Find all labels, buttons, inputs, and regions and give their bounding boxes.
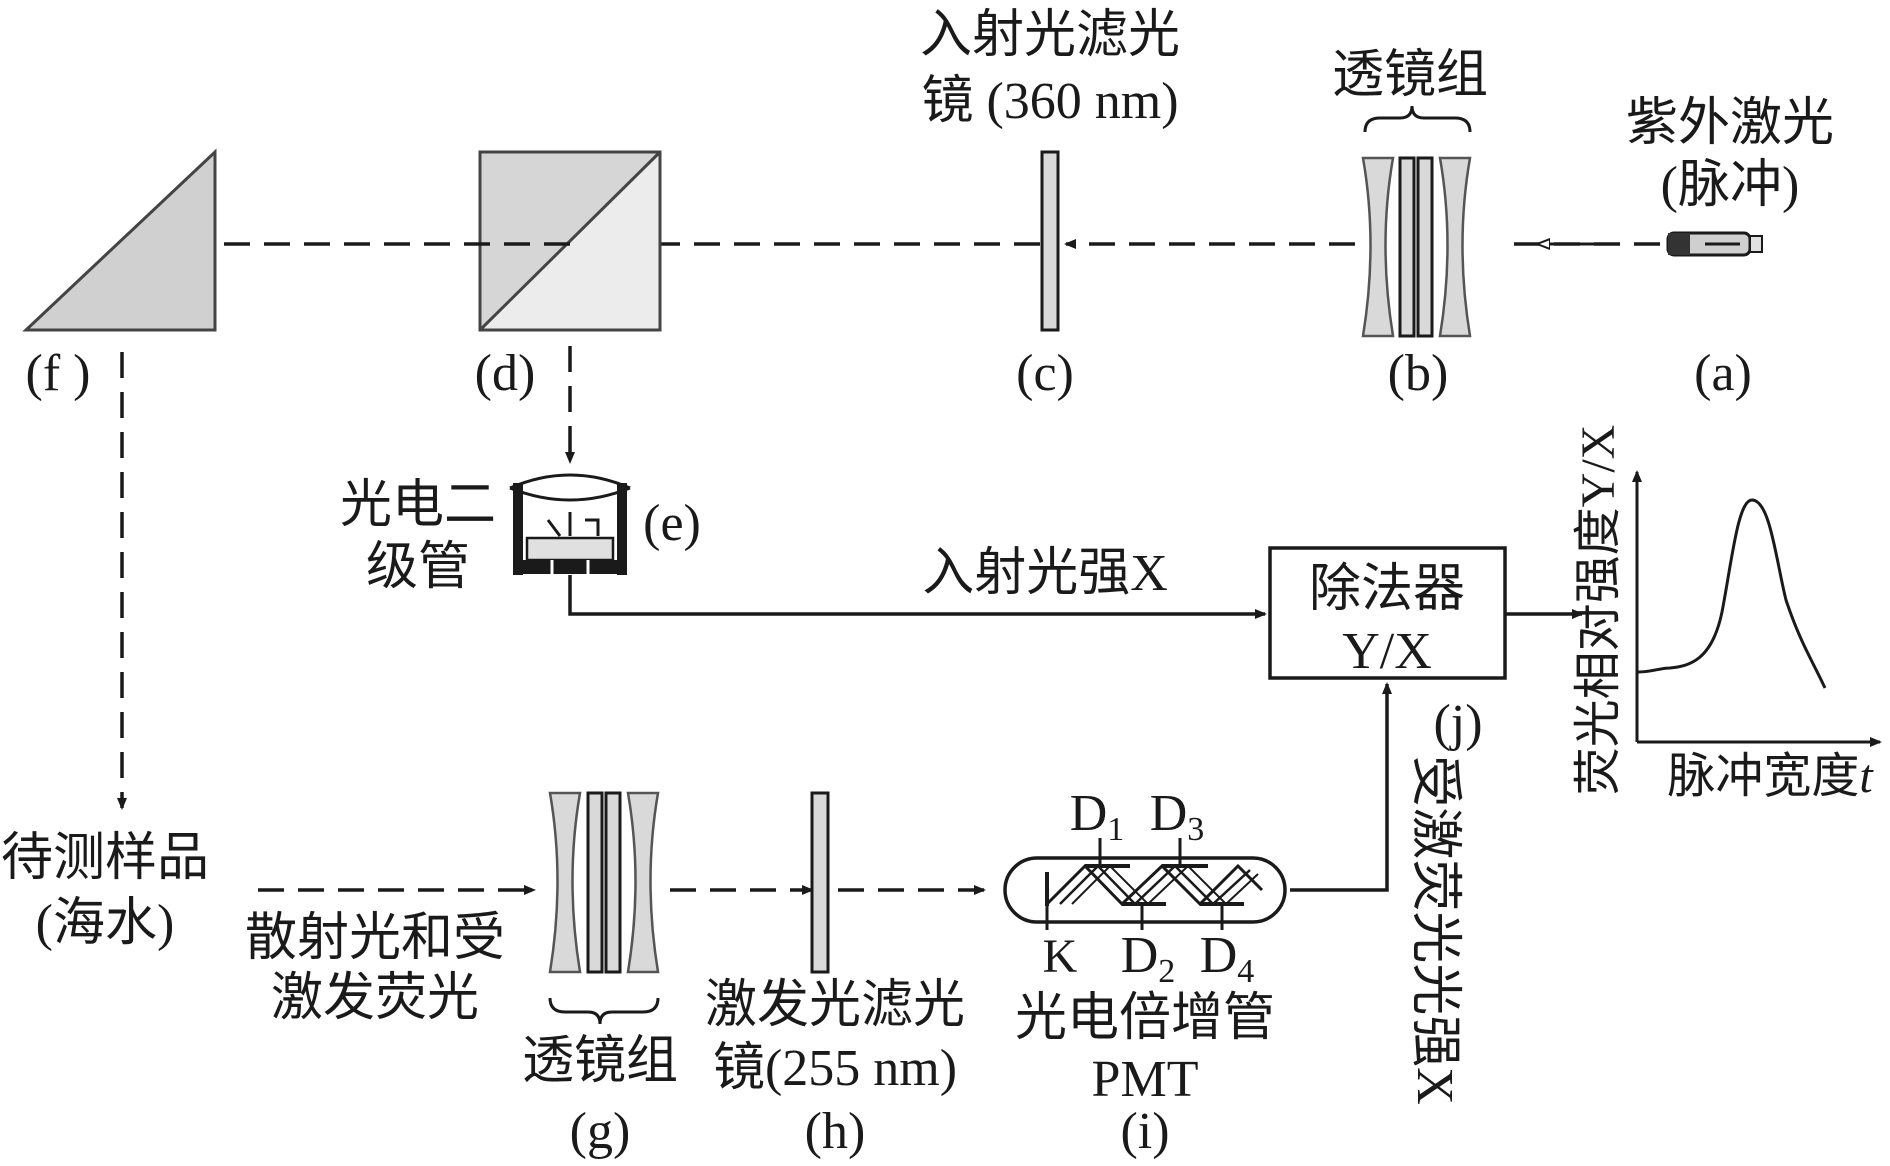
laser-label-line1: 紫外激光 [1626,95,1834,152]
pmt-icon [1003,838,1287,930]
lens-group-top [1361,156,1472,338]
pmt-electrode-d3: D3 [1150,785,1205,848]
lens-group-bottom-brace [548,997,660,1025]
pmt-label-line2: PMT [1092,1051,1199,1108]
pmt-electrode-d1: D1 [1070,785,1125,848]
output-plot [1632,470,1882,747]
prism-tag: (f ) [26,345,91,402]
lens-group-bottom-label: 透镜组 [522,1033,678,1090]
lens-group-top-brace [1363,105,1472,133]
excitation-filter-tag: (h) [805,1103,866,1160]
scattered-label-line2: 激发荧光 [271,970,479,1027]
pmt-electrode-k: K [1043,930,1078,983]
prism [22,148,217,332]
laser-tag: (a) [1694,345,1752,402]
plot-xlabel: 脉冲宽度t [1667,750,1874,803]
photodiode-label-line1: 光电二 [340,477,496,534]
photodiode-icon [509,473,631,575]
incident-signal-line [568,575,1267,619]
pmt-label-line1: 光电倍增管 [1015,990,1275,1047]
pmt-electrode-d2: D2 [1121,927,1176,990]
lens-group-bottom [548,791,660,974]
lens-group-top-tag: (b) [1388,345,1449,402]
fluorescence-signal-line [1290,682,1392,892]
photodiode-label-line2: 级管 [366,539,470,596]
divider-tag: (j) [1433,695,1482,752]
incident-filter [1040,150,1060,332]
excitation-filter-label-line1: 激发光滤光 [705,977,965,1034]
beam-splitter-tag: (d) [475,345,536,402]
pmt-electrode-d4: D4 [1200,927,1255,990]
photodiode-tag: (e) [643,495,701,552]
sample-label-line2: (海水) [36,895,175,952]
plot-ylabel: 荧光相对强度Y/X [1572,425,1625,796]
uv-laser-icon [1666,231,1763,257]
excitation-filter-label-line2: 镜(255 nm) [713,1040,957,1097]
scattered-label-line1: 散射光和受 [245,910,505,967]
fluorescence-signal-label: 受激荧光光强X [1406,755,1463,1105]
incident-filter-label-line1: 入射光滤光 [920,7,1180,64]
lens-group-bottom-tag: (g) [570,1103,631,1160]
incident-filter-label-line2: 镜 (360 nm) [921,73,1178,130]
beam-splitter [478,150,662,332]
incident-filter-tag: (c) [1016,345,1074,402]
laser-label-line2: (脉冲) [1661,157,1800,214]
sample-label-line1: 待测样品 [1,830,209,887]
divider-label-line1: 除法器 [1309,561,1465,618]
incident-signal-label: 入射光强X [922,545,1168,602]
plot-curve [1636,498,1827,689]
lens-group-top-label: 透镜组 [1332,47,1488,104]
excitation-filter [810,791,830,974]
divider-label-line2: Y/X [1342,623,1432,680]
pmt-tag: (i) [1120,1103,1169,1160]
